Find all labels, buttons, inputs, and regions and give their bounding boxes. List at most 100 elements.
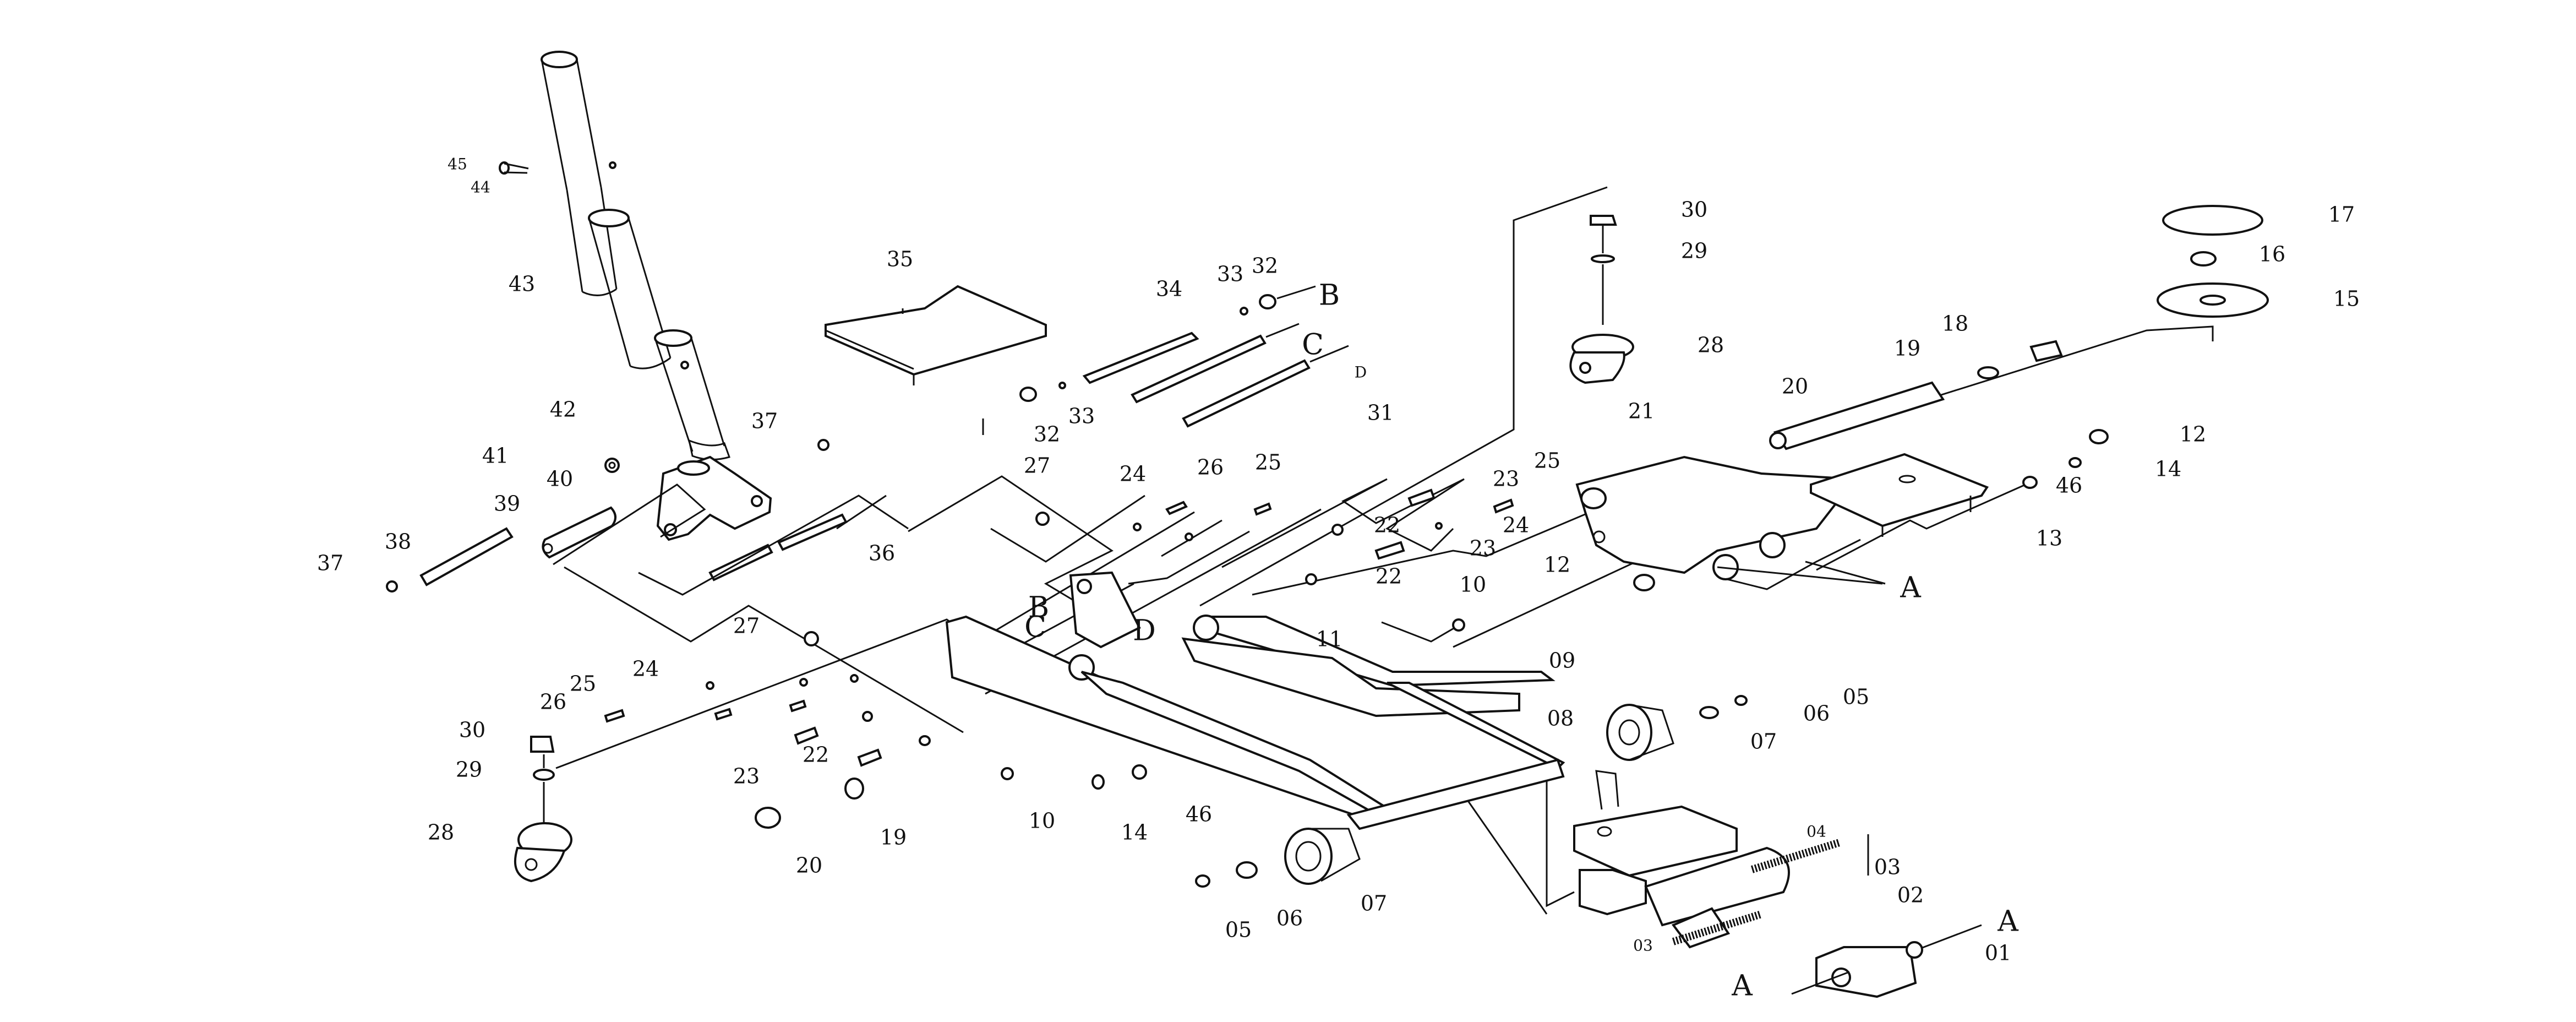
callout-24: 24 xyxy=(1120,462,1146,486)
callout-24: 24 xyxy=(632,657,659,681)
callout-07: 07 xyxy=(1361,891,1387,916)
callout-15: 15 xyxy=(2333,287,2360,311)
lower-small-hardware xyxy=(1001,764,1147,790)
callout-38: 38 xyxy=(385,530,411,554)
socket-pin xyxy=(386,439,829,592)
callout-21: 21 xyxy=(1628,399,1655,423)
callout-36: 36 xyxy=(869,541,895,566)
callout-B: B xyxy=(1319,279,1340,312)
callout-44: 44 xyxy=(471,178,490,197)
callout-23: 23 xyxy=(733,764,760,789)
callout-C: C xyxy=(1302,329,1324,362)
callout-24: 24 xyxy=(1503,513,1529,537)
socket-nut xyxy=(604,458,620,473)
callout-14: 14 xyxy=(2155,457,2181,481)
callout-08: 08 xyxy=(1547,706,1574,731)
callout-26: 26 xyxy=(540,690,566,714)
callout-29: 29 xyxy=(1681,239,1707,263)
callout-32: 32 xyxy=(1252,254,1278,278)
callout-B: B xyxy=(1028,591,1049,624)
callout-45: 45 xyxy=(447,155,467,173)
callout-46: 46 xyxy=(1186,802,1212,827)
callout-09: 09 xyxy=(1549,649,1575,673)
callout-04: 04 xyxy=(1807,823,1826,841)
callout-22: 22 xyxy=(1376,564,1402,589)
callout-02: 02 xyxy=(1897,883,1924,907)
callout-11: 11 xyxy=(1316,627,1342,651)
lift-cylinder-ram xyxy=(1769,340,2063,450)
callout-34: 34 xyxy=(1156,277,1182,301)
callout-A: A xyxy=(1900,572,1922,605)
callout-A: A xyxy=(1731,970,1753,1003)
callout-07: 07 xyxy=(1750,730,1777,754)
callout-22: 22 xyxy=(803,743,829,767)
callout-18: 18 xyxy=(1942,312,1968,336)
callout-D: D xyxy=(1355,363,1367,382)
callout-26: 26 xyxy=(1197,455,1224,480)
callout-29: 29 xyxy=(456,758,482,782)
callout-06: 06 xyxy=(1803,702,1830,726)
callout-28: 28 xyxy=(1698,333,1724,357)
callout-33: 33 xyxy=(1068,404,1095,428)
callout-37: 37 xyxy=(317,551,343,575)
callout-42: 42 xyxy=(550,398,576,422)
callout-06: 06 xyxy=(1276,906,1303,931)
shaft-long xyxy=(1019,285,1316,402)
callout-27: 27 xyxy=(733,614,760,638)
callout-16: 16 xyxy=(2259,242,2285,267)
right-rings xyxy=(1633,429,2109,591)
callout-20: 20 xyxy=(1782,374,1808,399)
direction-arrows xyxy=(1791,561,1982,995)
shafts-pair xyxy=(1131,323,1349,428)
callout-10: 10 xyxy=(1460,573,1486,597)
callout-40: 40 xyxy=(547,467,573,491)
callout-01: 01 xyxy=(1985,941,2011,965)
caster-lower xyxy=(514,736,572,883)
handle-socket xyxy=(656,455,772,541)
callout-13: 13 xyxy=(2036,526,2062,551)
callout-30: 30 xyxy=(459,718,485,742)
callout-23: 23 xyxy=(1470,536,1496,561)
handle-pin xyxy=(499,161,529,175)
lower-washers xyxy=(604,631,931,829)
callout-10: 10 xyxy=(1029,809,1055,833)
callout-31: 31 xyxy=(1367,401,1394,425)
callout-41: 41 xyxy=(482,444,509,468)
callout-D: D xyxy=(1133,615,1156,648)
callout-33: 33 xyxy=(1217,262,1243,286)
callout-05: 05 xyxy=(1225,918,1252,942)
callout-03: 03 xyxy=(1633,937,1653,955)
callout-03: 03 xyxy=(1874,855,1901,879)
cover-plate xyxy=(825,285,1047,435)
callout-37: 37 xyxy=(751,409,778,433)
handle-upper-tube xyxy=(541,51,618,296)
small-hardware xyxy=(1035,488,1514,632)
callout-12: 12 xyxy=(1544,553,1570,577)
callout-39: 39 xyxy=(494,492,520,516)
callout-30: 30 xyxy=(1681,198,1707,222)
handle-middle-tube xyxy=(588,209,672,369)
callout-20: 20 xyxy=(796,854,822,878)
handle-lower-tube xyxy=(654,329,730,461)
callout-22: 22 xyxy=(1374,513,1400,537)
callout-28: 28 xyxy=(428,820,454,845)
pump-unit xyxy=(1573,770,1923,998)
callout-12: 12 xyxy=(2180,422,2206,447)
socket-bushing xyxy=(542,506,616,559)
callout-43: 43 xyxy=(509,272,535,296)
callout-14: 14 xyxy=(1121,820,1148,845)
saddle-plate xyxy=(1810,453,1989,537)
callout-25: 25 xyxy=(1255,450,1281,475)
callout-C: C xyxy=(1024,611,1046,644)
rear-wheels xyxy=(1195,695,1748,888)
callout-32: 32 xyxy=(1034,422,1060,447)
callout-19: 19 xyxy=(880,825,907,850)
callout-46: 46 xyxy=(2056,474,2082,498)
callout-19: 19 xyxy=(1894,336,1920,361)
callout-27: 27 xyxy=(1024,454,1050,478)
callout-17: 17 xyxy=(2328,203,2355,227)
callout-05: 05 xyxy=(1843,685,1869,709)
caster-upper xyxy=(1569,215,1634,384)
callout-35: 35 xyxy=(887,247,913,271)
